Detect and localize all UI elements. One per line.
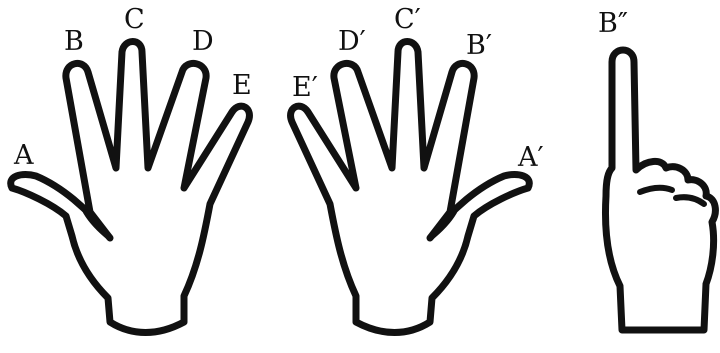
label-b: B xyxy=(64,26,84,57)
left-hand: A B C D E xyxy=(11,4,252,333)
label-a: A xyxy=(13,140,34,171)
right-hand: E′ D′ C′ B′ A′ xyxy=(291,4,544,333)
label-d-prime: D′ xyxy=(338,26,366,57)
right-hand-outline xyxy=(291,42,530,333)
label-e: E xyxy=(232,70,252,101)
label-e-prime: E′ xyxy=(292,72,318,103)
label-c-prime: C′ xyxy=(394,4,421,35)
left-hand-outline xyxy=(11,42,250,333)
label-b-prime: B′ xyxy=(466,30,492,61)
label-c: C xyxy=(124,4,145,35)
pointing-hand: B″ xyxy=(598,8,715,330)
label-b-double-prime: B″ xyxy=(598,8,628,39)
label-d: D xyxy=(192,26,214,57)
label-a-prime: A′ xyxy=(517,142,544,173)
